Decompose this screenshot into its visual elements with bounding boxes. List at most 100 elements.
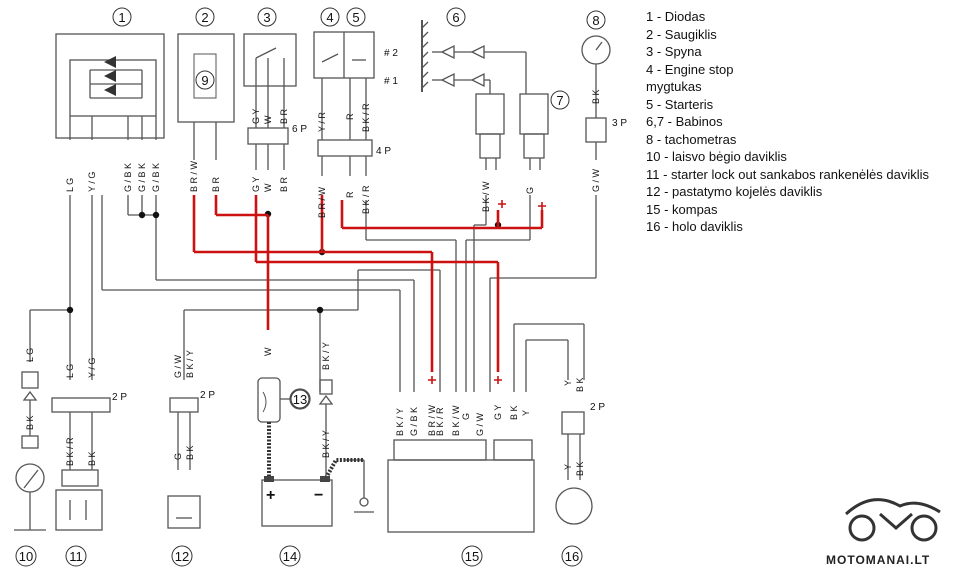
wire-label: G Y	[493, 405, 503, 420]
wire-label: Y / G	[87, 172, 97, 192]
wire-label: B K / Y	[395, 408, 405, 436]
diode-symbols	[104, 56, 116, 96]
battery-terminals	[264, 476, 330, 482]
legend-item: 4 - Engine stop	[646, 61, 734, 77]
wire-label: Y	[563, 380, 573, 386]
legend-item: 11 - starter lock out sankabos rankenėlė…	[646, 166, 930, 182]
component-number-13: 13	[293, 392, 307, 407]
wire-label: B R / W	[189, 160, 199, 192]
component-number-circles	[15, 7, 606, 567]
engine-stop-starter-switch	[313, 31, 375, 176]
wire-label: G Y	[251, 177, 261, 192]
component-number-1: 1	[118, 10, 125, 25]
wire-label: B K	[575, 377, 585, 392]
component-number-8: 8	[592, 13, 599, 28]
component-number-2: 2	[201, 10, 208, 25]
component-number-15: 15	[465, 549, 479, 564]
igniter-unit	[387, 439, 535, 533]
wire-label: B R	[279, 108, 289, 124]
plus-markers	[428, 200, 546, 384]
wire-label: G / W	[475, 412, 485, 436]
wire-label: G Y	[251, 109, 261, 124]
wire-label: G / B K	[409, 407, 419, 436]
legend-item: 3 - Spyna	[646, 44, 702, 59]
motomanai-logo	[844, 498, 941, 542]
component-number-6: 6	[452, 10, 459, 25]
wire-label: B R	[279, 176, 289, 192]
wire-label: B K	[591, 89, 601, 104]
component-number-3: 3	[263, 10, 270, 25]
component-number-12: 12	[175, 549, 189, 564]
legend-item: mygtukas	[646, 79, 702, 94]
legend-item: 8 - tachometras	[646, 131, 737, 147]
positive-wires	[192, 195, 544, 372]
wire-label: B K	[575, 461, 585, 476]
wire-label: Y / R	[317, 112, 327, 132]
plug-label-11-2p: 2 P	[112, 392, 127, 403]
wire-label: B R / W	[427, 404, 437, 436]
wire-label: B K	[25, 415, 35, 430]
wire-label: B K / R	[361, 185, 371, 214]
plug-label-16-2p: 2 P	[590, 402, 605, 413]
wire-label: B K / R	[361, 103, 371, 132]
neutral-switch	[14, 371, 46, 531]
wire-label: R	[345, 113, 355, 120]
legend-item: 2 - Saugiklis	[646, 26, 717, 42]
component-number-10: 10	[19, 549, 33, 564]
wire-label: B K / Y	[321, 342, 331, 370]
battery-plus-label: +	[266, 487, 275, 504]
battery-minus-label: −	[314, 487, 323, 504]
battery-cables	[267, 422, 364, 480]
ignition-coils	[421, 20, 549, 170]
wire-label: B R	[211, 176, 221, 192]
wire-label: Y / G	[87, 358, 97, 378]
component-number-16: 16	[565, 549, 579, 564]
legend-item: 12 - pastatymo kojelės daviklis	[646, 184, 823, 199]
legend-item: 6,7 - Babinos	[646, 114, 723, 129]
wire-label: Y	[521, 410, 531, 416]
legend-item: 15 - kompas	[646, 201, 718, 217]
wire-label: G / W	[591, 168, 601, 192]
wire-label: G / B K	[137, 163, 147, 192]
wire-label: W	[263, 183, 273, 192]
wire-label: B K	[185, 445, 195, 460]
wire-label: G	[525, 187, 535, 194]
wire-label: L G	[65, 178, 75, 192]
wire-label: L G	[25, 348, 35, 362]
component-number-9: 9	[201, 73, 208, 88]
wire-label: B K / Y	[321, 430, 331, 458]
fuse-box	[177, 33, 235, 160]
component-number-4: 4	[326, 10, 333, 25]
hall-sensor	[555, 411, 593, 525]
wire-label: G	[461, 413, 471, 420]
wire-label: R	[345, 191, 355, 198]
legend-item: 1 - Diodas	[646, 9, 706, 24]
component-number-11: 11	[69, 549, 83, 564]
wire-label: G / W	[173, 354, 183, 378]
wire-label: W	[263, 115, 273, 124]
wire-label: B K	[87, 451, 97, 466]
wire-label: B K / R	[65, 437, 75, 466]
plug-label-4p: 4 P	[376, 146, 391, 157]
battery	[257, 377, 374, 527]
wire-label: B K / R	[435, 407, 445, 436]
wire-label: G	[173, 453, 183, 460]
plug-label-6p: 6 P	[292, 124, 307, 135]
plug-label-3p: 3 P	[612, 118, 627, 129]
side-stand-switch	[167, 397, 201, 529]
wire-label: W	[263, 347, 273, 356]
wire-label: B K / Y	[185, 350, 195, 378]
legend-item: 5 - Starteris	[646, 96, 714, 112]
wire-label: B R / W	[317, 186, 327, 218]
plug-label-12-2p: 2 P	[200, 390, 215, 401]
coil-label-1: # 1	[384, 76, 398, 87]
wire-label: B K	[509, 405, 519, 420]
component-number-5: 5	[352, 10, 359, 25]
legend-item: 10 - laisvo bėgio daviklis	[646, 149, 787, 164]
wire-label: B K / W	[481, 181, 491, 212]
wire-label: G / B K	[151, 163, 161, 192]
coil-label-2: # 2	[384, 48, 398, 59]
wire-label: Y	[563, 464, 573, 470]
ignition-switch	[243, 33, 297, 170]
